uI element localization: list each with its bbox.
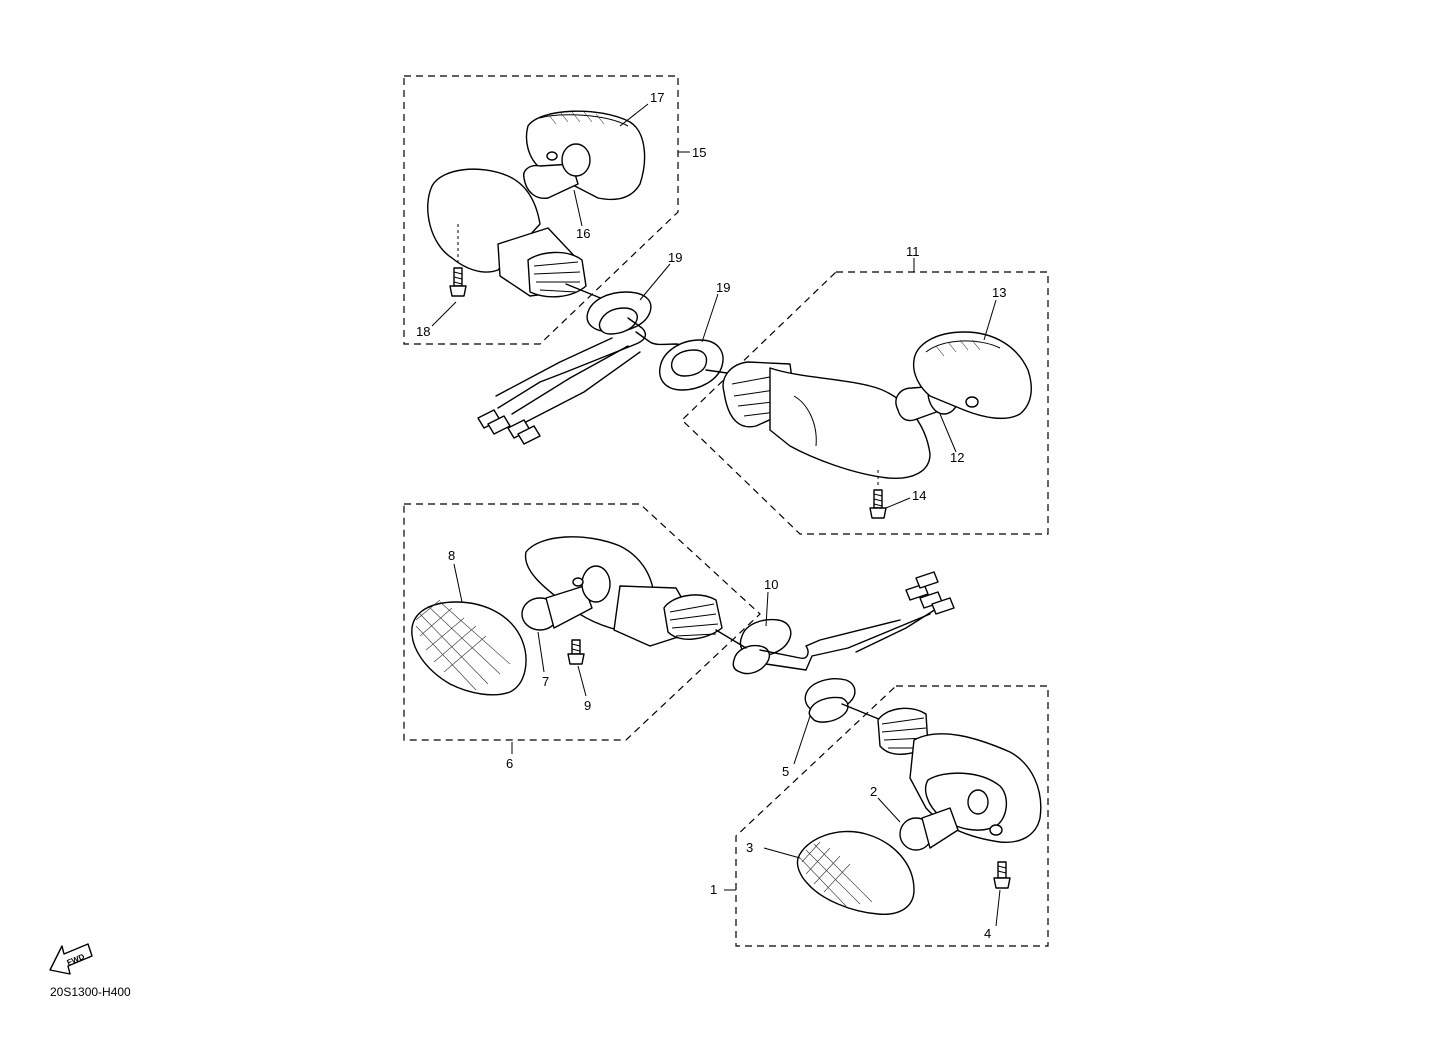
screw-9 (567, 639, 585, 665)
harness-upper (477, 317, 691, 445)
socket-1 (967, 789, 989, 815)
callout-13: 13 (992, 285, 1006, 300)
socket-11 (965, 396, 979, 408)
lens-3-hatch (799, 841, 873, 907)
callout-17: 17 (650, 90, 664, 105)
callout-18: 18 (416, 324, 430, 339)
callout-2: 2 (870, 784, 877, 799)
lens-3 (796, 830, 915, 915)
screw-4 (993, 861, 1011, 889)
diagram-code: 20S1300-H400 (50, 985, 131, 999)
dashed-group-6 (403, 503, 761, 741)
grommet-15 (527, 251, 587, 298)
lens-17-rim (539, 114, 629, 127)
dashed-group-1 (735, 685, 1049, 947)
grommet-19-right (659, 339, 749, 391)
grommet-19-left (586, 291, 652, 335)
callout-8: 8 (448, 548, 455, 563)
screw-18 (449, 224, 467, 297)
grommet-10 (715, 618, 792, 675)
socket-15 (546, 151, 558, 161)
callout-16: 16 (576, 226, 590, 241)
callout-10: 10 (764, 577, 778, 592)
callout-19-left: 19 (668, 250, 682, 265)
callout-5: 5 (782, 764, 789, 779)
callout-14: 14 (912, 488, 926, 503)
dashed-group-15 (403, 75, 679, 345)
lens-13 (912, 331, 1032, 420)
callout-1: 1 (710, 882, 717, 897)
callout-6: 6 (506, 756, 513, 771)
bulb-16-base (561, 143, 591, 177)
callout-19-right: 19 (716, 280, 730, 295)
assembly-11 (681, 271, 1049, 535)
fwd-arrow-icon: FWD (49, 943, 93, 975)
callout-15: 15 (692, 145, 706, 160)
harness-middle (759, 571, 955, 671)
lens-8-hatch (415, 599, 511, 691)
screw-14 (869, 470, 887, 519)
callout-4: 4 (984, 926, 991, 941)
lens-8 (411, 601, 527, 696)
housing-11 (769, 367, 931, 479)
grommet-ribs-15 (533, 261, 581, 293)
assembly-6 (403, 503, 761, 741)
callout-12: 12 (950, 450, 964, 465)
lens-17-hatch (547, 111, 605, 125)
leader-lines (431, 103, 1001, 927)
callout-9: 9 (584, 698, 591, 713)
assembly-15 (403, 75, 679, 345)
socket-6 (572, 577, 584, 587)
assembly-1 (735, 678, 1049, 947)
callout-labels: 17 15 16 18 19 19 11 13 12 14 8 10 7 9 6… (416, 90, 1006, 941)
callout-3: 3 (746, 840, 753, 855)
callout-7: 7 (542, 674, 549, 689)
callout-11: 11 (906, 244, 920, 259)
